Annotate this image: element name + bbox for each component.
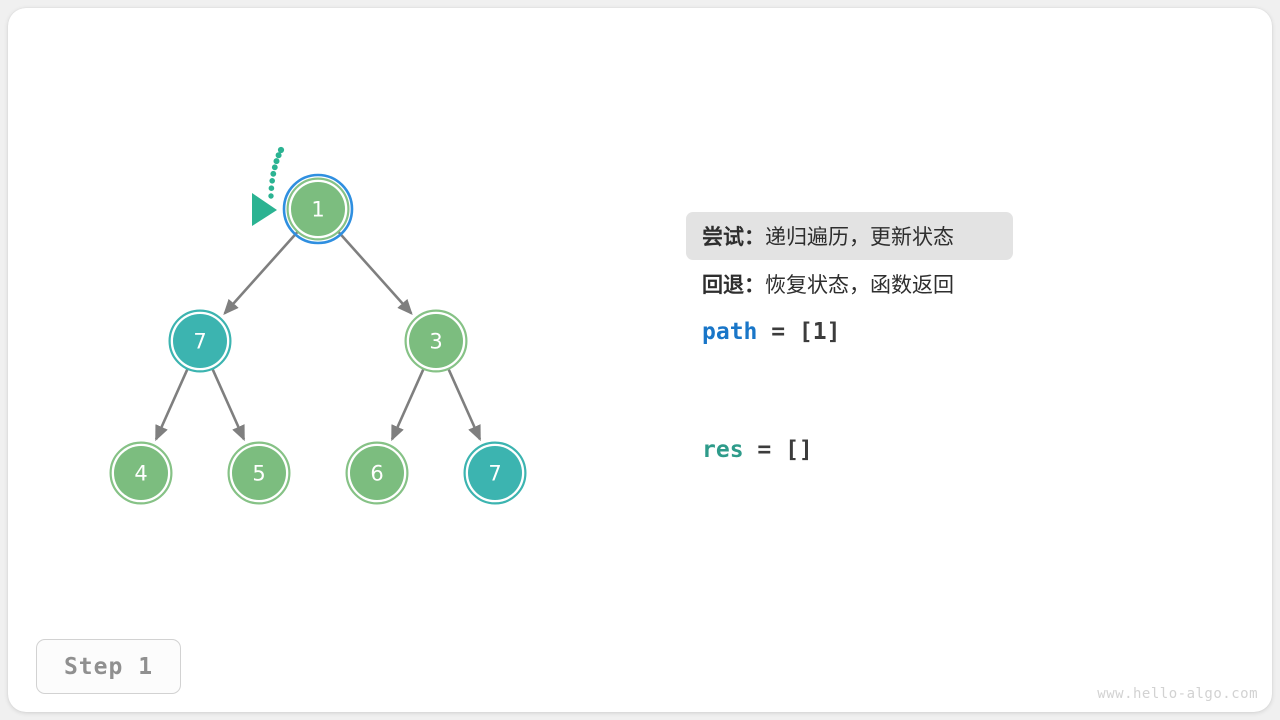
panel-row-try: 尝试：递归遍历，更新状态 [686, 212, 1013, 260]
tree-edges [154, 231, 482, 442]
variable-res-value: = [] [743, 437, 813, 463]
variable-res-row: res = [] [686, 426, 1106, 474]
variable-res-name: res [702, 437, 744, 463]
pointer-trail-dot [275, 152, 282, 159]
node-value-label: 5 [252, 462, 265, 486]
pointer-trail-dot [271, 164, 278, 171]
node-outline-ring [109, 441, 173, 505]
tree-node-4: 4 [109, 441, 173, 505]
panel-row-try-text: 尝试：递归遍历，更新状态 [702, 221, 954, 251]
pointer-trail-dot [269, 178, 276, 184]
node-circle [232, 446, 286, 500]
pointer-trail-dot [270, 170, 277, 177]
node-outline-ring [227, 441, 291, 505]
panel-row-backtrack-label: 回退： [702, 273, 765, 297]
variable-path-row: path = [1] [686, 308, 1106, 356]
tree-edge [154, 368, 189, 442]
tree-nodes: 1 7 3 4 5 6 7 [109, 173, 527, 505]
node-circle [409, 314, 463, 368]
tree-edge [223, 231, 299, 315]
tree-node-5: 5 [227, 441, 291, 505]
node-outline-ring [404, 309, 468, 373]
node-circle [173, 314, 227, 368]
step-badge: Step 1 [36, 639, 181, 694]
panel-row-backtrack-body: 恢复状态，函数返回 [765, 273, 954, 297]
pointer-trail-dot [268, 193, 274, 199]
node-outline-ring [463, 441, 527, 505]
node-outline-ring [345, 441, 409, 505]
traversal-pointer-icon [252, 146, 285, 226]
tree-node-6: 6 [345, 441, 409, 505]
panel-row-backtrack-text: 回退：恢复状态，函数返回 [702, 269, 954, 299]
node-value-label: 7 [193, 330, 206, 354]
pointer-trail-dot [268, 185, 275, 191]
node-circle [291, 182, 345, 236]
tree-node-1: 1 [282, 173, 354, 245]
pointer-trail-dot [277, 146, 285, 154]
panel-row-try-body: 递归遍历，更新状态 [765, 225, 954, 249]
watermark: www.hello-algo.com [1097, 686, 1258, 702]
panel-row-backtrack: 回退：恢复状态，函数返回 [686, 260, 1106, 308]
node-outline-ring [168, 309, 232, 373]
variable-path-name: path [702, 319, 758, 345]
pointer-trail-dot [273, 158, 280, 165]
variable-path-value: = [1] [757, 319, 841, 345]
node-outline-ring [286, 177, 350, 241]
state-panel: 尝试：递归遍历，更新状态 回退：恢复状态，函数返回 path = [1] res… [686, 212, 1106, 474]
active-node-ring [282, 173, 354, 245]
node-value-label: 1 [311, 198, 324, 222]
node-circle [350, 446, 404, 500]
node-value-label: 6 [370, 462, 383, 486]
panel-row-try-label: 尝试： [702, 225, 765, 249]
tree-edge [390, 368, 425, 442]
panel-spacer [686, 356, 1106, 426]
tree-edge [337, 231, 413, 315]
tree-edge [211, 368, 246, 442]
cursor-triangle-icon [252, 193, 277, 226]
tree-edge [447, 368, 482, 442]
node-circle [468, 446, 522, 500]
tree-node-7: 7 [168, 309, 232, 373]
node-value-label: 3 [429, 330, 442, 354]
node-value-label: 7 [488, 462, 501, 486]
node-circle [114, 446, 168, 500]
node-value-label: 4 [134, 462, 147, 486]
tree-node-3: 3 [404, 309, 468, 373]
tree-node-7: 7 [463, 441, 527, 505]
